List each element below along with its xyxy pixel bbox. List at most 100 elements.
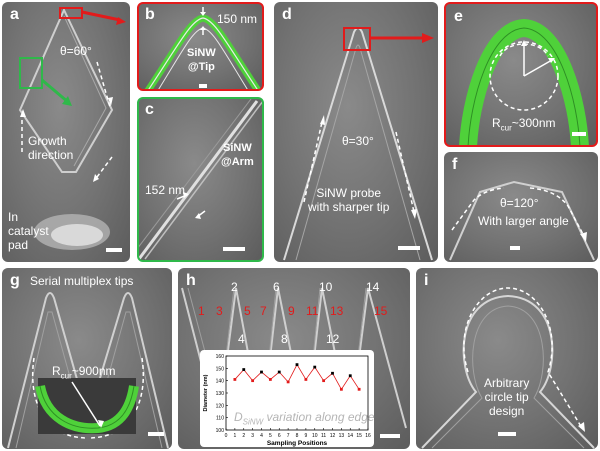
panel-a-drawing [18,7,126,250]
position-number-red: 13 [330,304,344,318]
panel-b-drawing [144,7,262,89]
panel-i-label: i [424,272,429,289]
chart-annotation-sub: SiNW [242,417,264,427]
panel-b-label: b [145,6,155,23]
position-number-red: 9 [288,304,295,318]
position-number-red: 7 [260,304,267,318]
panel-f-drawing [449,180,595,261]
panel-h-label: h [186,272,196,289]
x-tick-label: 4 [260,433,263,439]
x-axis-label: Sampling Positions [267,440,328,447]
position-number-red: 5 [244,304,251,318]
panel-e-radius: Rcur~300nm [492,116,556,135]
panel-g-radius-symbol: R [52,364,61,378]
scale-bar-b [199,84,207,88]
panel-b: b 150 nm SiNW @Tip [137,2,264,91]
panel-d-caption: SiNW probe with sharper tip [308,186,390,214]
scale-bar-f [510,246,520,250]
panel-e-label: e [454,8,463,25]
x-tick-label: 8 [296,433,299,439]
panel-e: e Rcur~300nm [444,2,598,147]
panel-d-angle: θ=30° [342,134,374,148]
panel-d-label: d [282,6,292,23]
panel-g-drawing [7,292,169,449]
data-point [295,363,299,367]
panel-i-caption: Arbitrary circle tip design [484,376,530,418]
scale-bar-g [148,432,164,436]
chart-annotation: DSiNW variation along edge [234,410,375,429]
panel-i: i Arbitrary circle tip design [416,268,598,449]
x-tick-label: 11 [321,433,326,439]
position-number-red: 15 [374,304,388,318]
panel-c-width: 152 nm [145,183,186,197]
position-number-bottom: 4 [238,332,245,346]
panel-a-catalyst-pad: In catalyst pad [8,210,49,252]
scale-bar-i [498,432,516,436]
y-tick-label: 110 [216,416,224,422]
panel-c-drawing [139,99,262,260]
y-tick-label: 120 [216,403,225,409]
x-tick-label: 9 [304,433,307,439]
y-tick-label: 130 [216,391,225,397]
y-tick-label: 150 [216,366,225,372]
x-tick-label: 7 [287,433,290,439]
panel-a-label: a [10,6,19,23]
chart-annotation-d: D [234,410,243,424]
data-point [322,379,326,383]
panel-e-drawing [459,18,589,145]
data-point [251,379,255,383]
panel-d: d θ=30° SiNW probe with sharper tip [274,2,438,262]
x-tick-label: 15 [356,433,362,439]
scale-bar-a [106,248,122,252]
panel-a: a θ=60° Growth direction In catalyst pad [2,2,130,262]
data-point [286,380,290,384]
position-number-red: 11 [306,304,319,318]
x-tick-label: 14 [347,433,353,439]
panel-c: c 152 nm SiNW @Arm [137,97,264,262]
panel-f-caption: With larger angle [478,214,569,228]
position-number-top: 6 [273,280,280,294]
panel-a-angle: θ=60° [60,44,92,58]
panel-a-growth-direction: Growth direction [28,134,74,162]
series-line [234,363,360,391]
scale-bar-h [380,434,400,438]
position-number-bottom: 12 [326,332,340,346]
x-tick-label: 1 [233,433,236,439]
y-tick-label: 140 [216,379,225,385]
panel-i-drawing [421,287,595,449]
position-number-red: 3 [216,304,223,318]
position-number-top: 2 [231,280,238,294]
data-point [277,370,281,374]
x-tick-label: 10 [312,433,318,439]
data-point [304,378,308,381]
panel-e-radius-value: ~300nm [511,116,556,130]
panel-f-label: f [452,156,458,173]
data-point [339,387,343,391]
x-tick-label: 13 [339,433,345,439]
panel-g: g Serial multiplex tips Rcur~900nm [2,268,172,449]
panel-b-width: 150 nm [217,12,258,26]
panel-d-drawing [283,27,434,261]
data-point [268,378,272,381]
x-tick-label: 16 [365,433,371,439]
data-point [260,370,263,374]
x-tick-label: 0 [225,433,228,439]
data-point [233,378,237,381]
panel-g-title: Serial multiplex tips [30,274,134,288]
panel-b-name: SiNW @Tip [187,47,216,73]
scale-bar-c [223,247,245,251]
x-tick-label: 2 [242,433,245,439]
x-tick-label: 3 [251,433,254,439]
panel-c-name: SiNW @Arm [221,142,254,168]
y-tick-label: 100 [216,428,225,434]
position-number-top: 14 [366,280,380,294]
data-point [331,371,334,375]
panel-f-angle: θ=120° [500,196,539,210]
data-point [357,387,361,391]
data-point [348,374,352,378]
position-number-bottom: 8 [281,332,288,346]
panel-g-radius-sub: cur [60,371,72,381]
y-tick-label: 160 [216,354,225,360]
scale-bar-d [398,246,420,250]
